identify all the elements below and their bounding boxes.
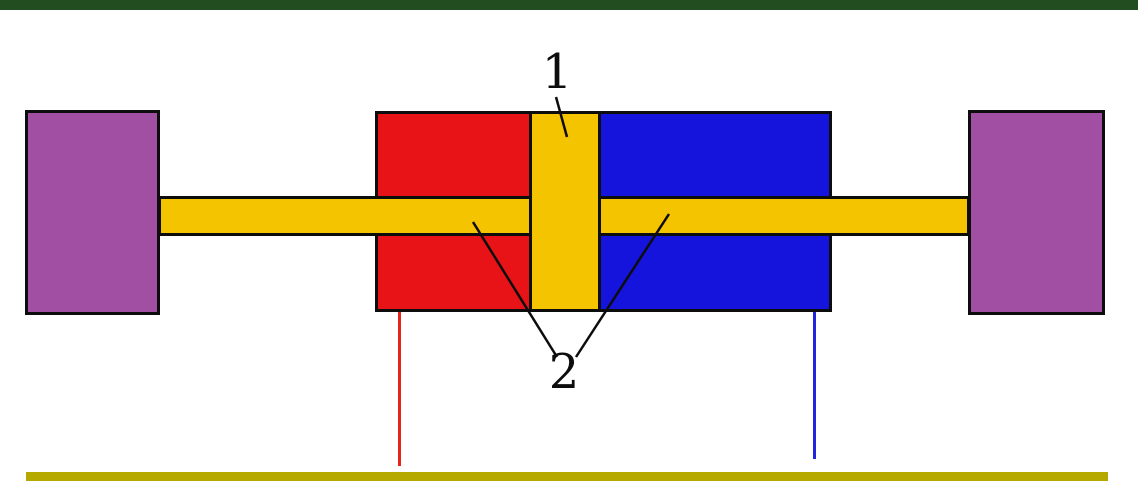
piston (529, 111, 601, 312)
right-port-line (813, 310, 816, 459)
callout-2-label: 2 (548, 344, 580, 400)
left-port-line (398, 312, 401, 466)
top-edge-strip (0, 0, 1138, 10)
bottom-edge-strip (26, 472, 1108, 481)
right-wheel-block (968, 110, 1105, 315)
left-wheel-block (25, 110, 160, 315)
callout-1-label: 1 (541, 44, 573, 100)
